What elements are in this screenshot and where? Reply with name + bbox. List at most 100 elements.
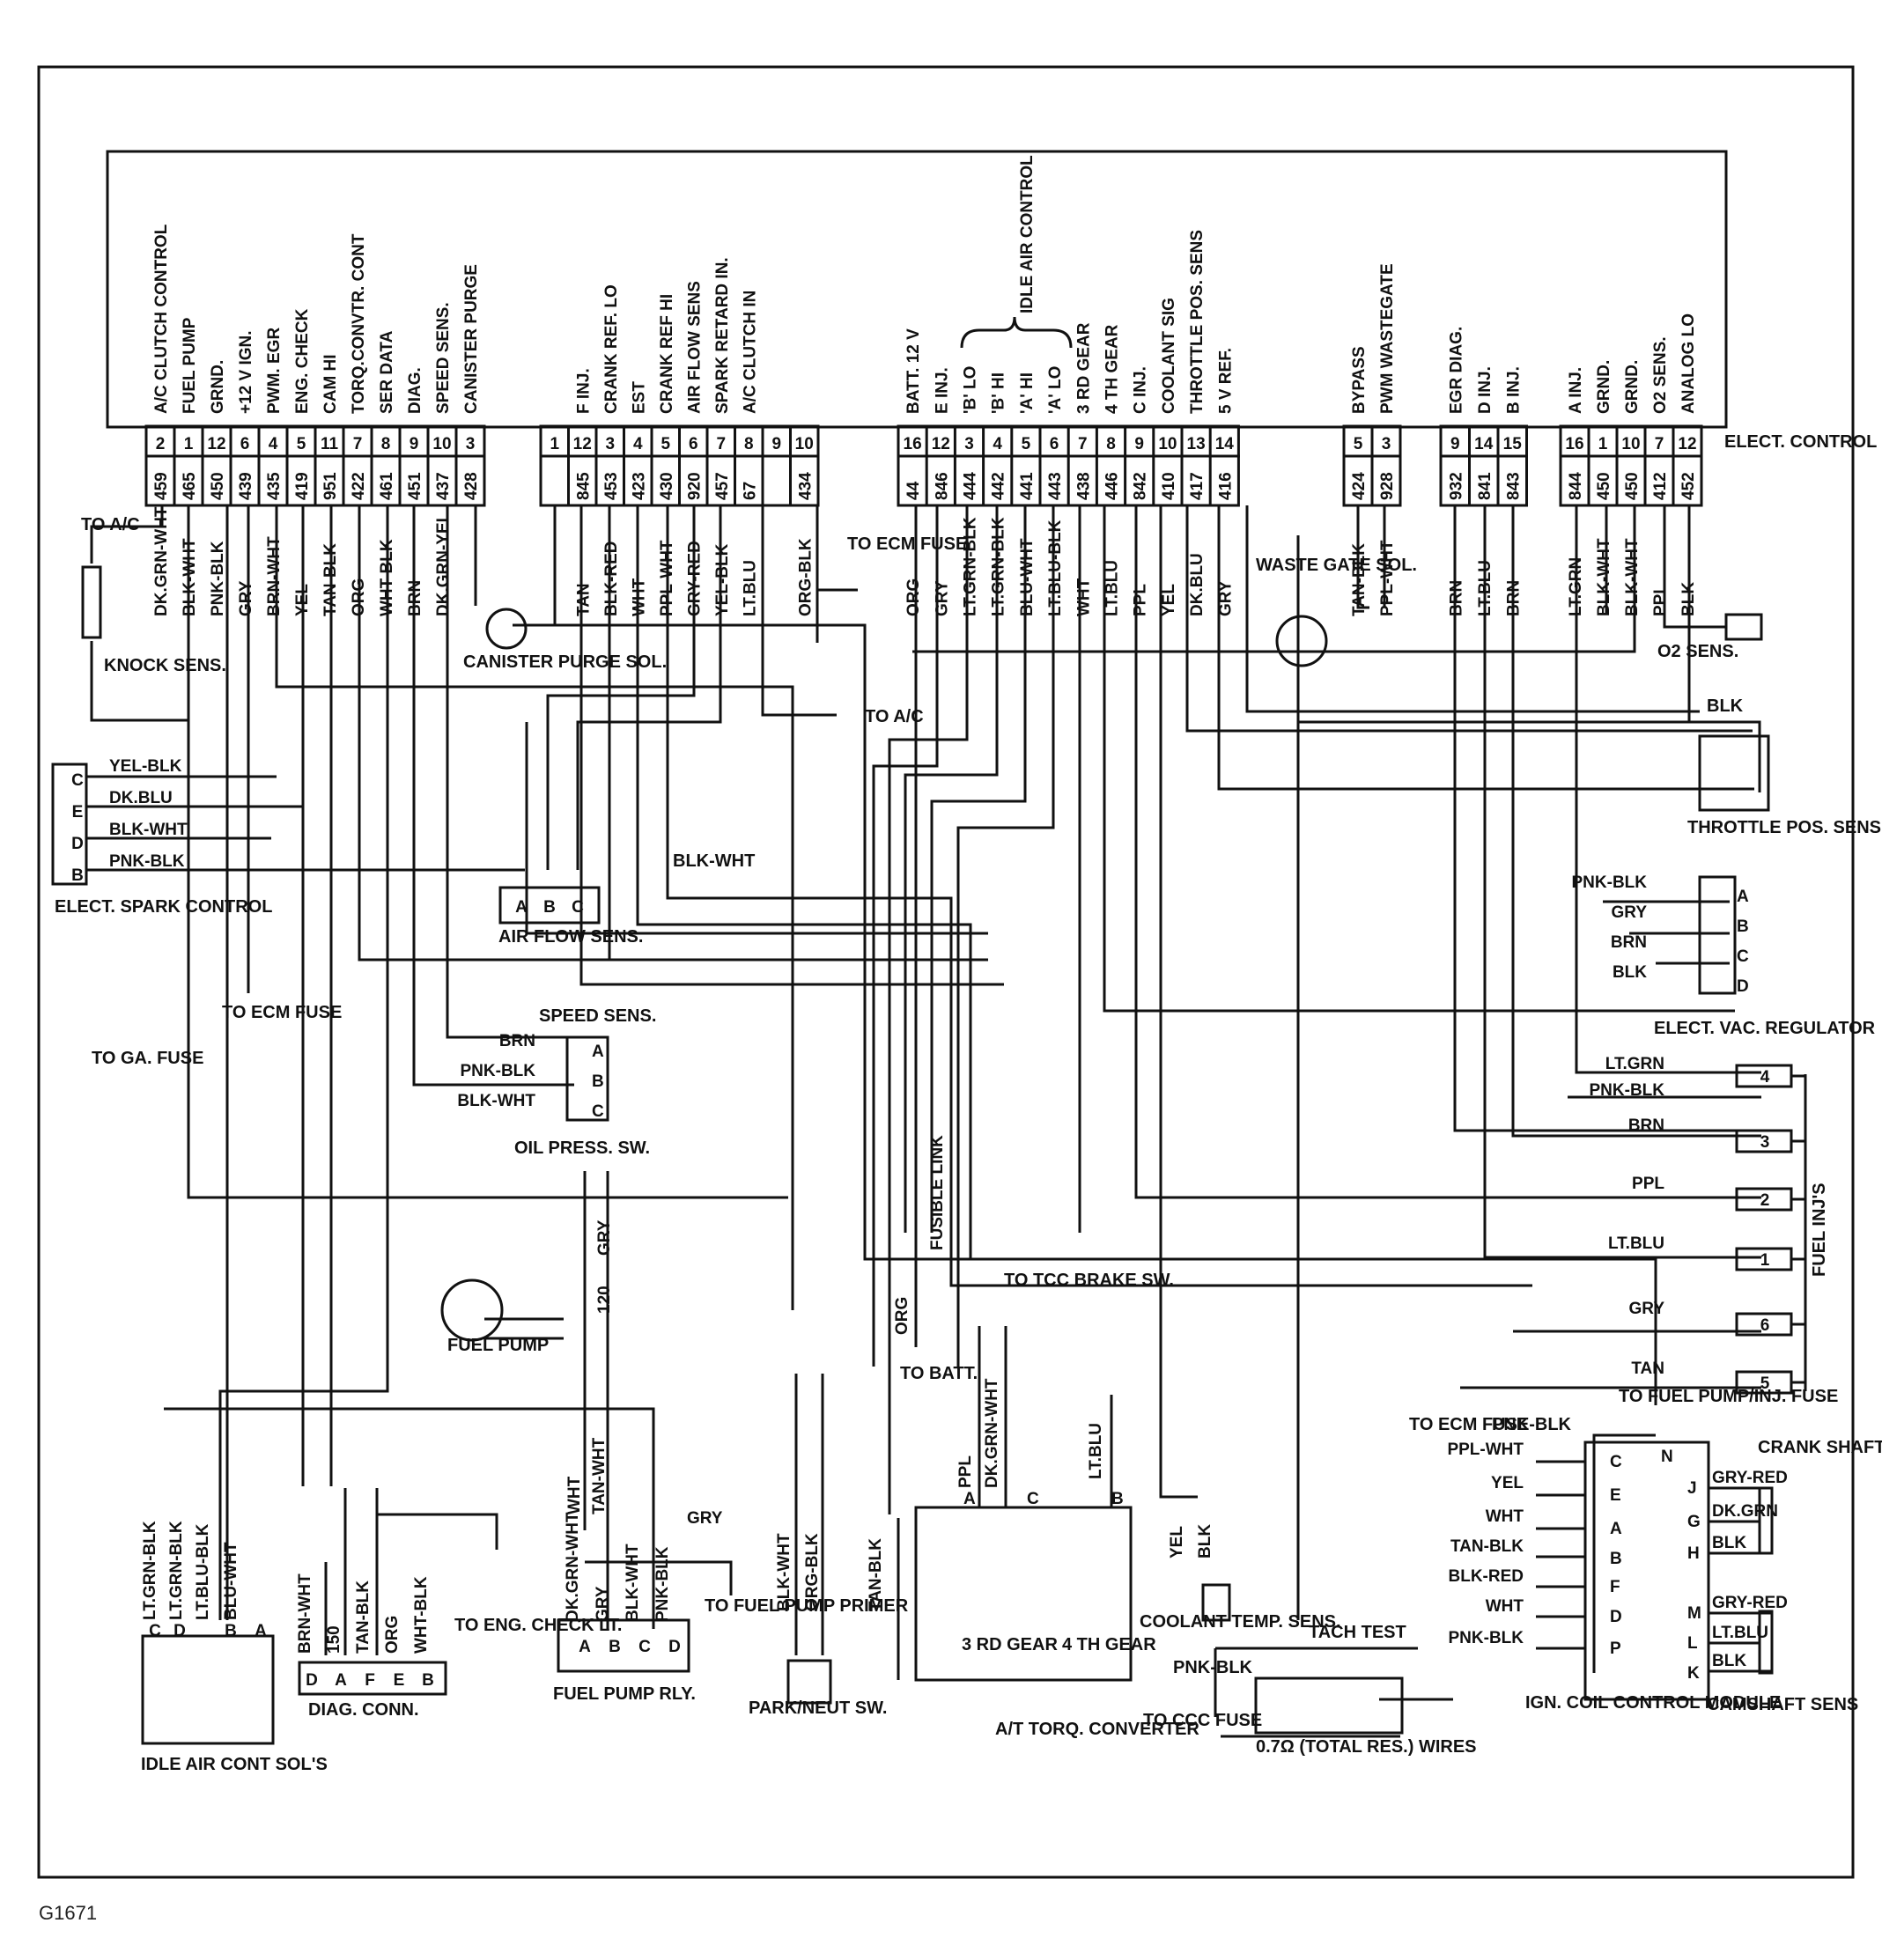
ecm-pin-function: D INJ. xyxy=(1476,366,1495,414)
injector-wire-color: PPL xyxy=(1632,1175,1664,1193)
ecm-pin-function: GRND. xyxy=(1623,360,1642,414)
ecm-pin-number: 1 xyxy=(184,435,194,453)
ecm-pin-function: 3 RD GEAR xyxy=(1074,322,1093,414)
ecm-circuit-number: 932 xyxy=(1447,472,1465,500)
ecm-circuit-number: 412 xyxy=(1651,472,1670,500)
ecm-wire-color: WHT xyxy=(1074,578,1093,616)
icm-left-pin: P xyxy=(1610,1639,1621,1658)
esc-wire-color: DK.BLU xyxy=(109,789,173,807)
ecm-pin-function: FUEL PUMP xyxy=(181,317,199,414)
airflow-pin: B xyxy=(543,898,556,917)
ecm-wire-color: DK.GRN-WHT xyxy=(152,506,171,616)
ecm-pin-number: 6 xyxy=(689,435,698,453)
ecm-pin-function: A INJ. xyxy=(1567,367,1585,414)
ecm-pin-number: 2 xyxy=(156,435,166,453)
esc-wire-color: BLK-WHT xyxy=(109,821,188,839)
icm-left-pin: D xyxy=(1610,1608,1622,1626)
ecm-circuit-number: 439 xyxy=(237,472,255,500)
ecm-circuit-number: 452 xyxy=(1679,472,1698,500)
icm-left-pin: B xyxy=(1610,1550,1622,1568)
fprly-pin: B xyxy=(609,1638,621,1656)
ecm-circuit-number: 437 xyxy=(434,472,453,500)
gear3-label: 3 RD GEAR xyxy=(962,1635,1058,1654)
ecm-pin-number: 7 xyxy=(716,435,726,453)
evac-pin: C xyxy=(1737,947,1749,966)
ecm-wire-color: PPL xyxy=(1132,584,1150,616)
ecm-circuit-number: 424 xyxy=(1350,472,1369,500)
injector-wire-color: LT.BLU xyxy=(1608,1234,1664,1253)
ecm-pin-number: 16 xyxy=(904,435,922,453)
ecm-pin-number: 7 xyxy=(1078,435,1088,453)
ecm-circuit-number: 450 xyxy=(209,472,227,500)
ecm-circuit-number: 441 xyxy=(1018,472,1037,500)
ecm-circuit-number: 416 xyxy=(1216,472,1235,500)
evac-pin: D xyxy=(1737,977,1749,996)
ecm-pin-function: 'A' HI xyxy=(1018,372,1037,414)
fusible-link-label: FUSIBLE LINK xyxy=(928,1135,947,1250)
ecm-pin-function: COOLANT SIG xyxy=(1160,298,1178,414)
ecm-circuit-number: 928 xyxy=(1378,472,1397,500)
to-ecm-fuse-left-label: TO ECM FUSE xyxy=(222,1003,342,1022)
diag-pin: E xyxy=(394,1671,405,1690)
ecm-wire-color: BLK-RED xyxy=(602,542,621,617)
ecm-circuit-number: 465 xyxy=(181,472,199,500)
ecm-circuit-number: 843 xyxy=(1504,472,1523,500)
icm-left-wire-color: YEL xyxy=(1491,1474,1524,1492)
ecm-pin-number: 12 xyxy=(1678,435,1696,453)
to-batt-label: TO BATT. xyxy=(900,1364,978,1383)
ecm-circuit-number: 459 xyxy=(152,472,171,500)
esc-pin: C xyxy=(71,771,84,790)
ecm-pin-number: 5 xyxy=(297,435,306,453)
ecm-circuit-number: 450 xyxy=(1623,472,1642,500)
speed-sens-label: SPEED SENS. xyxy=(539,1006,656,1026)
ecm-wire-color: LT.GRN-BLK xyxy=(962,517,980,616)
ecm-pin-number: 8 xyxy=(381,435,391,453)
diag-wire-color: WHT-BLK xyxy=(412,1576,431,1654)
ecm-wire-color: DK.GRN-YEL xyxy=(434,512,453,616)
pnk-blk-res-label: PNK-BLK xyxy=(1173,1658,1253,1677)
injector-wire-color: TAN xyxy=(1631,1359,1664,1378)
icm-right-wire-color: LT.BLU xyxy=(1712,1624,1768,1642)
speed-sens-wire-color: BRN xyxy=(499,1032,535,1050)
ecm-pin-function: PWM WASTEGATE xyxy=(1378,263,1397,414)
iac-pin: D xyxy=(173,1622,186,1640)
ecm-pin-number: 1 xyxy=(550,435,559,453)
ecm-circuit-number: 446 xyxy=(1103,472,1122,500)
iac-label: IDLE AIR CONT SOL'S xyxy=(141,1755,328,1774)
diag-pin: A xyxy=(335,1671,347,1690)
injector-box xyxy=(1735,1370,1793,1395)
ecm-pin-number: 8 xyxy=(1106,435,1116,453)
diag-pin: B xyxy=(422,1671,434,1690)
ecm-pin-function: CAM HI xyxy=(321,354,340,414)
ecm-pin-function: BATT. 12 V xyxy=(904,328,923,414)
idle-air-control-label: IDLE AIR CONTROL xyxy=(1018,155,1037,313)
ecm-pin-function: A/C CLUTCH CONTROL xyxy=(152,224,171,414)
ecm-pin-function: 'A' LO xyxy=(1046,366,1065,414)
ecm-pin-number: 6 xyxy=(1050,435,1059,453)
ecm-pin-function: AIR FLOW SENS xyxy=(685,281,704,414)
ecm-wire-color: BRN xyxy=(1447,580,1465,616)
ecm-circuit-number: 423 xyxy=(630,472,648,500)
evac-wire-color: BLK xyxy=(1613,963,1647,982)
ecm-pin-number: 5 xyxy=(661,435,670,453)
ecm-pin-number: 3 xyxy=(1382,435,1391,453)
to-tcc-label: TO TCC BRAKE SW. xyxy=(1004,1271,1174,1290)
ecm-wire-color: LT.BLU-BLK xyxy=(1046,519,1065,616)
ecm-pin-function: TORQ.CONVTR. CONT xyxy=(350,233,368,414)
outer-frame xyxy=(37,65,1855,1879)
injector-number: 5 xyxy=(1760,1374,1770,1393)
diag-pin: F xyxy=(365,1671,375,1690)
ecm-pin-number: 10 xyxy=(432,435,451,453)
ecm-pin-number: 1 xyxy=(1598,435,1608,453)
ecm-wire-color: PPL-WHT xyxy=(1378,540,1397,616)
icm-left-wire-color: BLK-RED xyxy=(1449,1567,1524,1586)
ecm-pin-number: 9 xyxy=(771,435,781,453)
icm-left-wire-color: WHT xyxy=(1486,1597,1524,1616)
ecm-circuit-number: 844 xyxy=(1567,472,1585,500)
esc-pin: E xyxy=(72,803,84,822)
fprly-pin: A xyxy=(579,1638,591,1656)
injector-wire-color: LT.GRN xyxy=(1605,1055,1664,1073)
ecm-pin-function: B INJ. xyxy=(1504,366,1523,414)
